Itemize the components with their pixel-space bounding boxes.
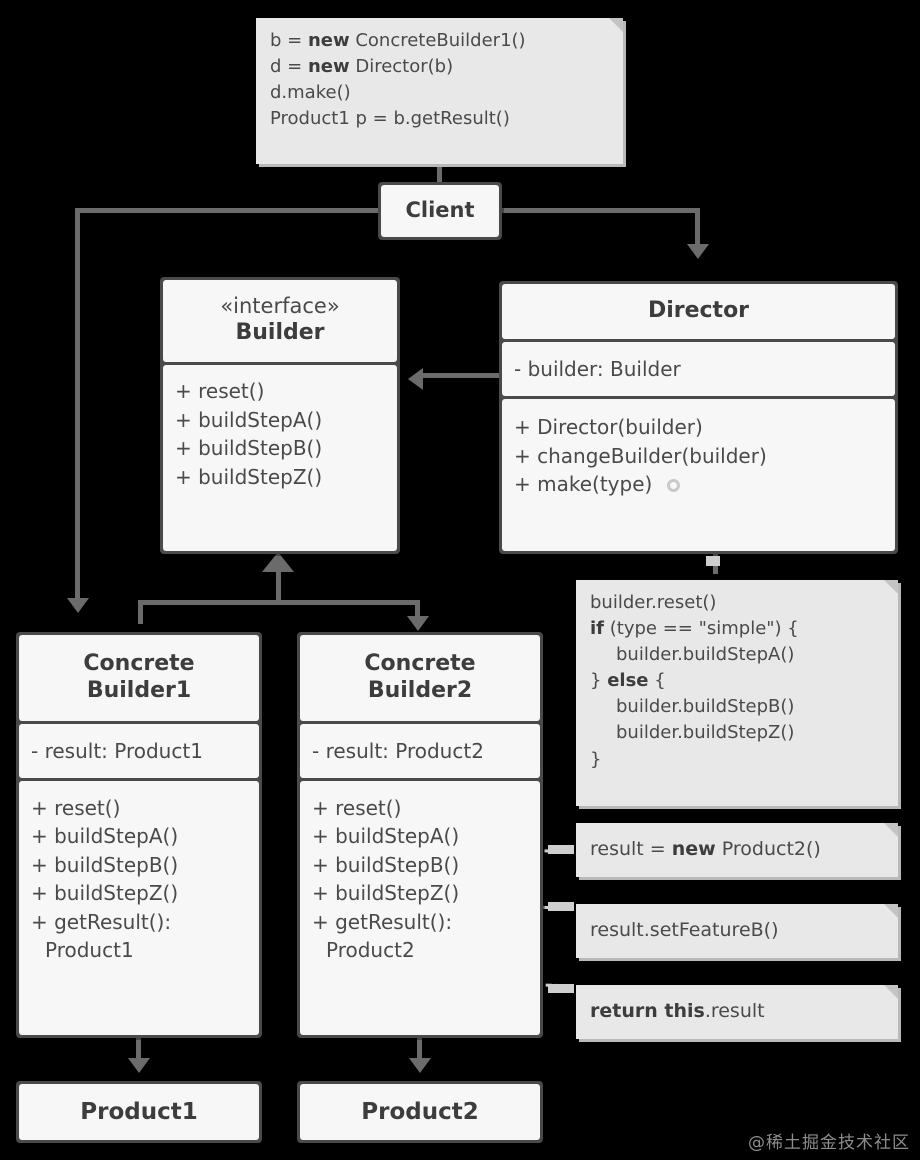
director-note-line-1: builder.reset()	[590, 592, 717, 613]
dashed-leader-getresult-endcap	[548, 984, 574, 993]
cb2-note-reset-text: result = new Product2()	[590, 838, 821, 861]
class-box-client[interactable]: Client	[378, 182, 502, 240]
connector-cb1-product1	[136, 1038, 141, 1064]
cb2-note-getresult: return this.result	[576, 985, 898, 1039]
cb2-method: + buildStepZ()	[312, 881, 460, 906]
cb2-method: + buildStepA()	[312, 824, 460, 849]
class-box-concrete-builder1[interactable]: Concrete Builder1 - result: Product1 + r…	[16, 632, 262, 1038]
cb1-method: + buildStepA()	[31, 824, 179, 849]
director-method: + changeBuilder(builder)	[514, 443, 767, 468]
builder-stereotype: «interface»	[220, 294, 340, 318]
client-note-line-2: d = new Director(b)	[270, 56, 454, 78]
builder-title: Builder	[235, 319, 325, 345]
connector-make-note-joint	[706, 556, 720, 566]
connector-client-bus-right	[500, 208, 700, 213]
cb1-method: + reset()	[31, 796, 121, 821]
note-fold-icon	[884, 580, 898, 594]
cb2-note-buildstepb: result.setFeatureB()	[576, 904, 898, 958]
connector-clientnote-client	[437, 162, 442, 186]
cb1-method: + getResult():	[31, 909, 172, 934]
cb2-methods-section: + reset() + buildStepA() + buildStepB() …	[300, 781, 540, 1035]
arrowhead-client-to-director	[687, 244, 709, 259]
arrowhead-director-to-builder	[408, 368, 423, 390]
connector-generalization-to-cb2	[415, 600, 420, 618]
director-attribute: - builder: Builder	[514, 356, 681, 381]
cb2-title-section: Concrete Builder2	[300, 635, 540, 721]
class-box-product2[interactable]: Product2	[297, 1081, 543, 1143]
director-note-line-3: builder.buildStepA()	[616, 644, 795, 666]
director-title: Director	[502, 284, 895, 339]
connector-client-cb1-vertical	[75, 208, 80, 600]
cb2-note-getresult-text: return this.result	[590, 1000, 765, 1023]
connector-generalization-to-cb1	[138, 600, 143, 624]
cb1-method: + buildStepB()	[31, 852, 179, 877]
arrowhead-generalization-cb2	[407, 616, 429, 631]
cb1-method: + buildStepZ()	[31, 881, 179, 906]
cb1-attributes-section: - result: Product1	[19, 723, 259, 779]
director-note-line-4: } else {	[590, 670, 666, 692]
arrowhead-cb2-to-product2	[409, 1058, 431, 1073]
cb2-note-buildstepb-text: result.setFeatureB()	[590, 919, 779, 942]
connector-builder-generalization-stem	[276, 572, 281, 602]
connector-client-director-vertical	[695, 208, 700, 248]
product1-title: Product1	[19, 1084, 259, 1140]
generalization-triangle-builder	[262, 552, 294, 572]
arrowhead-cb1-to-product1	[128, 1058, 150, 1073]
director-note-line-5: builder.buildStepB()	[616, 696, 795, 718]
cb1-method-continuation: Product1	[45, 938, 134, 962]
cb2-attribute: - result: Product2	[312, 738, 484, 763]
cb2-title-line1: Concrete	[364, 651, 476, 676]
cb2-attributes-section: - result: Product2	[300, 723, 540, 779]
cb2-method: + reset()	[312, 796, 402, 821]
connector-client-bus-left	[75, 208, 380, 213]
director-note-line-2: if (type == "simple") {	[590, 618, 799, 640]
builder-methods-section: + reset() + buildStepA() + buildStepB() …	[163, 365, 397, 551]
class-box-concrete-builder2[interactable]: Concrete Builder2 - result: Product2 + r…	[297, 632, 543, 1038]
note-fold-icon	[884, 823, 898, 837]
builder-method: + buildStepB()	[175, 436, 323, 461]
watermark: @稀土掘金技术社区	[748, 1133, 910, 1153]
anchor-make-icon	[666, 479, 680, 492]
director-methods-section: + Director(builder) + changeBuilder(buil…	[502, 399, 895, 551]
builder-method: + buildStepA()	[175, 407, 323, 432]
director-note-line-6: builder.buildStepZ()	[616, 722, 795, 744]
cb2-method: + getResult():	[312, 909, 453, 934]
connector-director-builder	[420, 373, 502, 378]
note-fold-icon	[884, 985, 898, 999]
cb1-title-line1: Concrete	[83, 651, 195, 676]
director-method: + Director(builder)	[514, 415, 703, 440]
cb2-note-reset: result = new Product2()	[576, 823, 898, 877]
cb2-method-continuation: Product2	[326, 938, 415, 962]
director-method: + make(type)	[514, 470, 883, 498]
builder-method: + buildStepZ()	[175, 464, 323, 489]
client-code-note: b = new ConcreteBuilder1() d = new Direc…	[256, 18, 623, 164]
note-fold-icon	[884, 904, 898, 918]
client-note-line-4: Product1 p = b.getResult()	[270, 108, 510, 130]
arrowhead-client-to-cb1	[67, 598, 89, 613]
builder-title-section: «interface» Builder	[163, 280, 397, 363]
cb1-title-line2: Builder1	[86, 677, 192, 703]
cb2-title-line2: Builder2	[367, 677, 473, 703]
cb1-title-section: Concrete Builder1	[19, 635, 259, 721]
client-title: Client	[381, 185, 499, 237]
client-note-line-3: d.make()	[270, 82, 351, 104]
class-box-builder[interactable]: «interface» Builder + reset() + buildSte…	[160, 277, 400, 554]
connector-cb2-product2	[417, 1038, 422, 1064]
connector-generalization-bus	[138, 600, 418, 605]
product2-title: Product2	[300, 1084, 540, 1140]
note-fold-icon	[609, 18, 623, 32]
class-box-director[interactable]: Director - builder: Builder + Director(b…	[499, 281, 898, 554]
cb2-method: + buildStepB()	[312, 852, 460, 877]
dashed-leader-buildstepb-endcap	[548, 902, 574, 911]
director-code-note: builder.reset() if (type == "simple") { …	[576, 580, 898, 806]
cb1-methods-section: + reset() + buildStepA() + buildStepB() …	[19, 781, 259, 1035]
class-box-product1[interactable]: Product1	[16, 1081, 262, 1143]
director-attributes-section: - builder: Builder	[502, 341, 895, 397]
cb1-attribute: - result: Product1	[31, 738, 203, 763]
dashed-leader-reset-endcap	[548, 845, 574, 854]
builder-method: + reset()	[175, 379, 265, 404]
client-note-line-1: b = new ConcreteBuilder1()	[270, 30, 526, 51]
director-note-line-7: }	[590, 748, 602, 770]
